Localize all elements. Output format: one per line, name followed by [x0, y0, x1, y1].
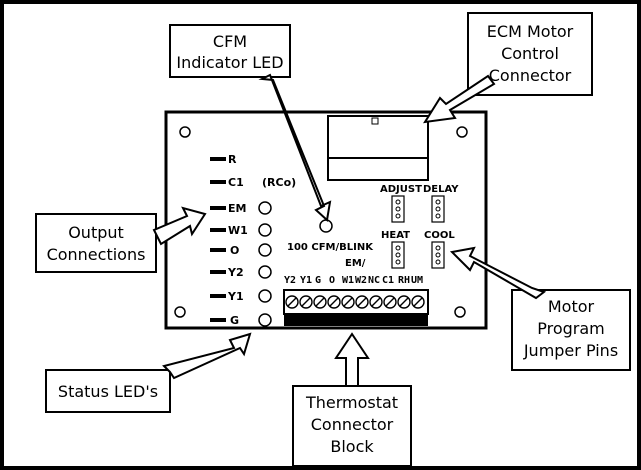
svg-text:Output: Output: [68, 223, 124, 242]
cfm-blink-label: 100 CFM/BLINK: [287, 242, 374, 253]
svg-text:NC: NC: [368, 275, 380, 286]
svg-text:EM: EM: [228, 202, 246, 215]
em-label: EM/: [345, 258, 366, 269]
arrow-output-connections: [152, 206, 207, 246]
status-led-em: [258, 201, 272, 215]
svg-text:Y2: Y2: [284, 275, 296, 286]
output-O: O: [210, 243, 272, 257]
arrow-cfm-led: [258, 73, 332, 222]
svg-text:Connector: Connector: [311, 415, 394, 434]
svg-text:Status LED's: Status LED's: [58, 382, 158, 401]
terminal-labels: Y2 Y1 G O W1 W2 NC C1 RH UM: [284, 275, 423, 286]
svg-text:Indicator LED: Indicator LED: [176, 53, 283, 72]
callout-status-leds: Status LED's: [45, 369, 171, 413]
svg-text:CFM: CFM: [213, 32, 247, 51]
jumper-adjust-label: ADJUST: [380, 184, 422, 195]
jumper-cool-label: COOL: [424, 230, 455, 241]
svg-text:Thermostat: Thermostat: [305, 393, 398, 412]
svg-text:O: O: [329, 275, 335, 286]
callout-jumper-pins: Motor Program Jumper Pins: [511, 289, 631, 371]
output-terminals: R C1 (RCo) EM W1 O Y2 Y1: [210, 153, 296, 327]
thermostat-connector-block: [283, 289, 429, 326]
status-led-g: [258, 313, 272, 327]
svg-text:Y1: Y1: [300, 275, 312, 286]
output-EM: EM: [210, 201, 272, 215]
status-led-y1: [258, 289, 272, 303]
jumper-adjust-pins: [391, 195, 405, 223]
output-Y1: Y1: [210, 289, 272, 303]
callout-output-connections: Output Connections: [35, 213, 157, 273]
callout-thermostat-block: Thermostat Connector Block: [292, 385, 412, 467]
output-C1: C1 (RCo): [210, 176, 296, 189]
jumper-cool-pins: [431, 241, 445, 269]
svg-text:Y1: Y1: [227, 290, 244, 303]
status-led-y2: [258, 265, 272, 279]
svg-text:Program: Program: [537, 319, 605, 338]
svg-text:Block: Block: [330, 437, 374, 456]
jumper-heat-pins: [391, 241, 405, 269]
svg-text:Motor: Motor: [548, 297, 595, 316]
rco-label: (RCo): [262, 176, 296, 189]
callout-cfm-led: CFM Indicator LED: [169, 24, 291, 78]
svg-text:C1: C1: [228, 176, 244, 189]
mounting-hole-top-left: [179, 126, 191, 138]
svg-text:ECM Motor: ECM Motor: [487, 22, 574, 41]
svg-text:Control: Control: [501, 44, 559, 63]
arrow-status-leds: [162, 332, 252, 380]
svg-text:Jumper Pins: Jumper Pins: [523, 341, 618, 360]
jumper-pins: ADJUST DELAY HEAT COOL: [380, 184, 459, 269]
jumper-delay-pins: [431, 195, 445, 223]
output-R: R: [210, 153, 237, 166]
svg-text:G: G: [230, 314, 239, 327]
mounting-hole-bottom-left: [174, 306, 186, 318]
svg-text:W1: W1: [342, 275, 354, 286]
status-led-o: [258, 243, 272, 257]
arrow-thermostat-block: [334, 332, 370, 387]
svg-text:O: O: [230, 244, 239, 257]
arrow-jumper-pins: [449, 246, 547, 300]
svg-text:C1: C1: [382, 275, 394, 286]
output-G: G: [210, 313, 272, 327]
svg-text:R: R: [228, 153, 237, 166]
cfm-indicator-led: [319, 219, 333, 233]
output-W1: W1: [210, 223, 272, 237]
ecm-connector: [327, 115, 429, 181]
svg-text:Connections: Connections: [47, 245, 146, 264]
status-led-w1: [258, 223, 272, 237]
jumper-heat-label: HEAT: [381, 230, 410, 241]
svg-text:Y2: Y2: [227, 266, 244, 279]
jumper-delay-label: DELAY: [423, 184, 459, 195]
svg-text:UM: UM: [411, 275, 423, 286]
svg-text:Connector: Connector: [489, 66, 572, 85]
svg-text:W2: W2: [355, 275, 367, 286]
svg-text:G: G: [315, 275, 321, 286]
mounting-hole-bottom-right: [454, 306, 466, 318]
mounting-hole-top-right: [456, 126, 468, 138]
svg-text:W1: W1: [228, 224, 248, 237]
output-Y2: Y2: [210, 265, 272, 279]
svg-text:RH: RH: [398, 275, 410, 286]
arrow-ecm-connector: [423, 74, 496, 124]
